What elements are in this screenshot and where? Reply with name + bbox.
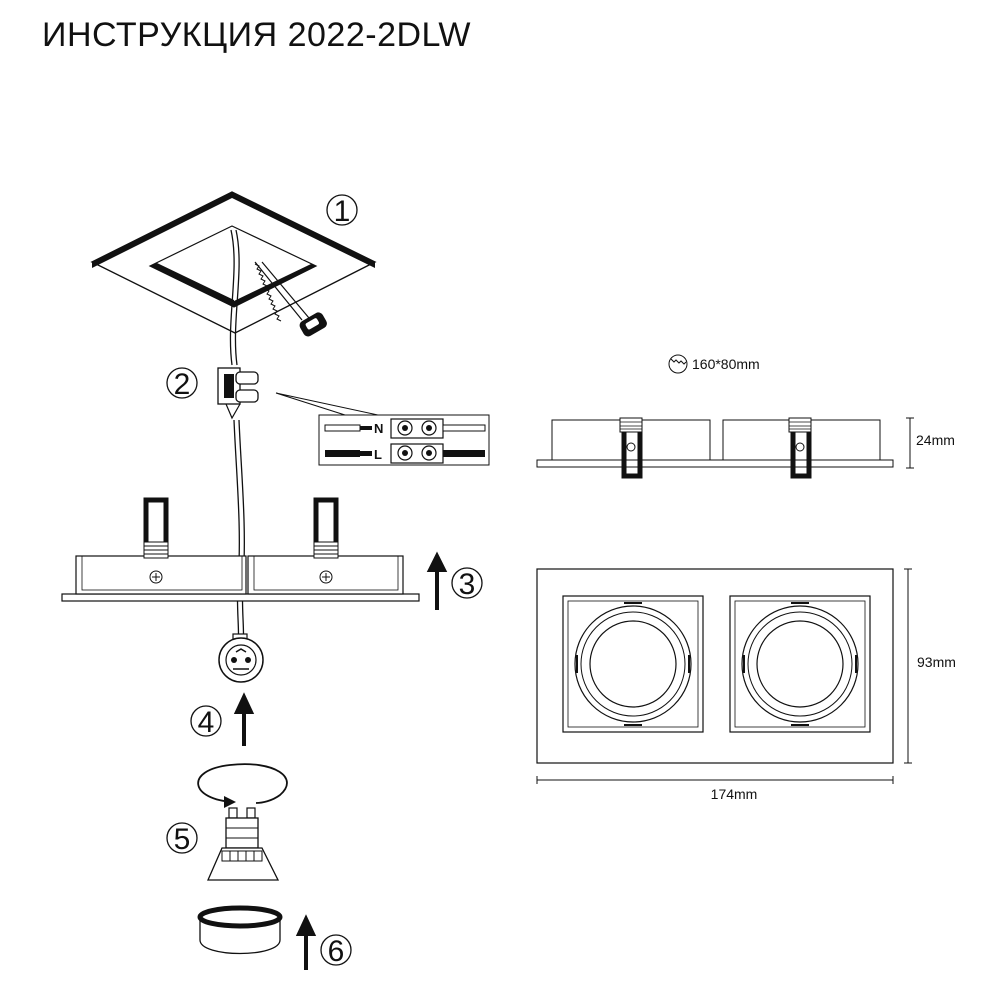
- step-3-marker: 3: [426, 551, 483, 610]
- gu10-socket: [218, 633, 264, 683]
- step-2-marker: 2: [166, 367, 198, 401]
- top-view-drawing: 93mm 174mm: [536, 568, 956, 802]
- width-label: 174mm: [711, 786, 758, 802]
- terminal-block: [217, 367, 259, 420]
- up-arrow-icon: [426, 551, 448, 610]
- step-6-number: 6: [328, 935, 345, 968]
- rotate-arrow-icon: [197, 763, 288, 808]
- live-label: L: [374, 447, 382, 462]
- fixture-side-view: [61, 497, 420, 602]
- up-arrow-icon: [295, 914, 317, 970]
- neutral-label: N: [374, 421, 383, 436]
- gu10-bulb: [207, 807, 280, 881]
- step-4-number: 4: [198, 706, 215, 739]
- side-view-drawing: 24mm: [536, 417, 955, 479]
- trim-ring: [197, 905, 283, 955]
- step-2-number: 2: [174, 368, 191, 401]
- height-label: 24mm: [916, 432, 955, 448]
- step-4-marker: 4: [190, 692, 255, 746]
- page-title: ИНСТРУКЦИЯ 2022-2DLW: [42, 16, 472, 54]
- saw-icon: [254, 261, 327, 337]
- step-1-marker: 1: [326, 194, 358, 228]
- step-5-marker: 5: [166, 822, 198, 856]
- depth-label: 93mm: [917, 654, 956, 670]
- cutout-dimension: 160*80mm: [668, 354, 760, 374]
- cutout-size-label: 160*80mm: [692, 356, 760, 372]
- wiring-detail: N L: [318, 414, 490, 466]
- step-5-number: 5: [174, 823, 191, 856]
- step-1-number: 1: [334, 195, 351, 228]
- up-arrow-icon: [233, 692, 255, 746]
- step-6-marker: 6: [295, 914, 352, 970]
- step-3-number: 3: [459, 568, 476, 601]
